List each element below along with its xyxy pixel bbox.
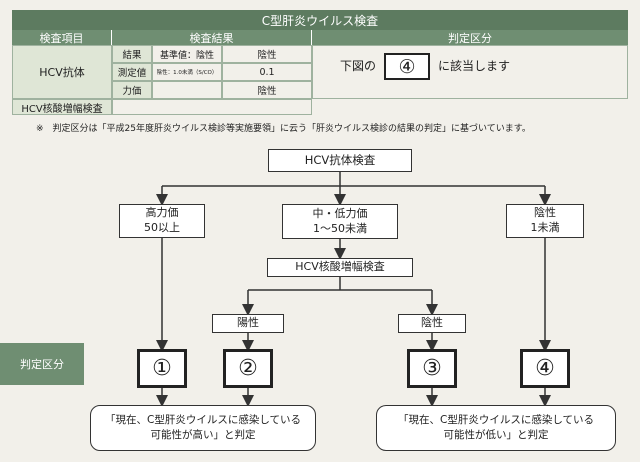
hcv-antibody-label: HCV抗体 <box>12 45 112 99</box>
category-2-box: ② <box>223 349 273 388</box>
result-low-likelihood: 「現在、C型肝炎ウイルスに感染している 可能性が低い」と判定 <box>376 405 616 451</box>
category-3-box: ③ <box>407 349 457 388</box>
hcv-rna-label: HCV核酸増幅検査 <box>12 99 112 115</box>
judgement-post-text: に該当します <box>438 59 511 73</box>
row-label-titer: 力価 <box>112 81 152 99</box>
judgement-pre-text: 下図の <box>340 59 377 73</box>
result-high-line1: 「現在、C型肝炎ウイルスに感染している <box>104 414 302 427</box>
flow-high-line1: 高力価 <box>145 206 179 220</box>
reference-empty <box>152 81 222 99</box>
flow-neg-line2: 1未満 <box>530 221 560 234</box>
flow-neg-line1: 陰性 <box>534 206 556 220</box>
criteria-note: ※ 判定区分は「平成25年度肝炎ウイルス検診等実施要領」に云う「肝炎ウイルス検診… <box>36 124 531 134</box>
table-title: C型肝炎ウイルス検査 <box>12 10 628 30</box>
reference-label: 基準値：陰性 <box>152 45 222 63</box>
flow-mid-low-titer: 中・低力価 1～50未満 <box>282 204 398 239</box>
result-low-line2: 可能性が低い」と判定 <box>443 429 549 441</box>
judgement-category-box: ④ <box>384 53 430 80</box>
flow-rna-positive: 陽性 <box>212 314 284 333</box>
flow-rna-negative: 陰性 <box>398 314 466 333</box>
result-high-likelihood: 「現在、C型肝炎ウイルスに感染している 可能性が高い」と判定 <box>90 405 316 451</box>
judgement-cell <box>312 45 628 99</box>
flow-mid-line2: 1～50未満 <box>313 221 367 235</box>
value-titer: 陰性 <box>222 81 312 99</box>
row-label-result: 結果 <box>112 45 152 63</box>
category-4-box: ④ <box>520 349 570 388</box>
result-low-line1: 「現在、C型肝炎ウイルスに感染している <box>397 414 595 427</box>
header-judgement: 判定区分 <box>312 30 628 45</box>
category-1-box: ① <box>137 349 187 388</box>
result-high-line2: 可能性が高い」と判定 <box>150 429 256 441</box>
row-label-measured: 測定値 <box>112 63 152 81</box>
flow-hcv-rna: HCV核酸増幅検査 <box>267 258 413 277</box>
header-result: 検査結果 <box>112 30 312 45</box>
flow-high-titer: 高力価 50以上 <box>119 204 205 238</box>
hcv-rna-result <box>112 99 312 115</box>
header-item: 検査項目 <box>12 30 112 45</box>
flow-high-line2: 50以上 <box>144 221 180 234</box>
flow-mid-line1: 中・低力価 <box>312 206 368 220</box>
value-result: 陰性 <box>222 45 312 63</box>
reference-note: 陰性：1.0未満（S/CO） <box>152 63 222 81</box>
judgement-side-label: 判定区分 <box>0 343 84 385</box>
flow-negative-antibody: 陰性 1未満 <box>506 204 584 238</box>
flow-root-hcv-antibody: HCV抗体検査 <box>268 149 412 172</box>
value-measured: 0.1 <box>222 63 312 81</box>
